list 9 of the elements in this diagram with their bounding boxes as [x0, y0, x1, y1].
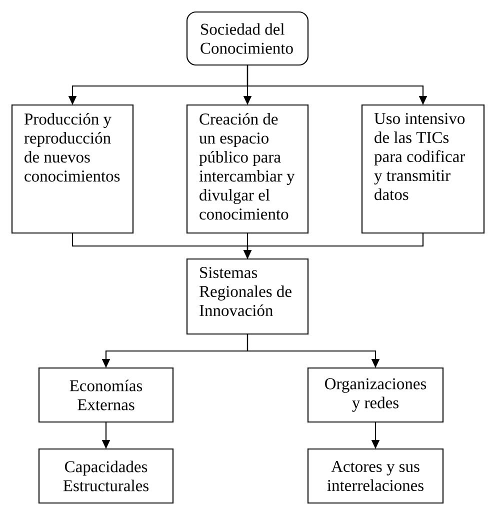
rounded-box: Sociedad del Conocimiento: [186, 11, 309, 66]
process-box: Actores y sus interrelaciones: [307, 448, 444, 504]
process-box: Uso intensivo de las TICs para codificar y transmitir datos: [361, 104, 485, 234]
process-box: Creación de un espacio público para intercambiar y divulgar el conocimiento: [186, 104, 309, 234]
process-box: Organizaciones y redes: [307, 367, 444, 423]
process-box: Capacidades Estructurales: [38, 448, 174, 504]
process-box: Sistemas Regionales de Innovación: [186, 258, 309, 335]
process-box: Producción y reproducción de nuevos conocimientos: [11, 104, 134, 234]
process-box: Economías Externas: [38, 367, 174, 423]
